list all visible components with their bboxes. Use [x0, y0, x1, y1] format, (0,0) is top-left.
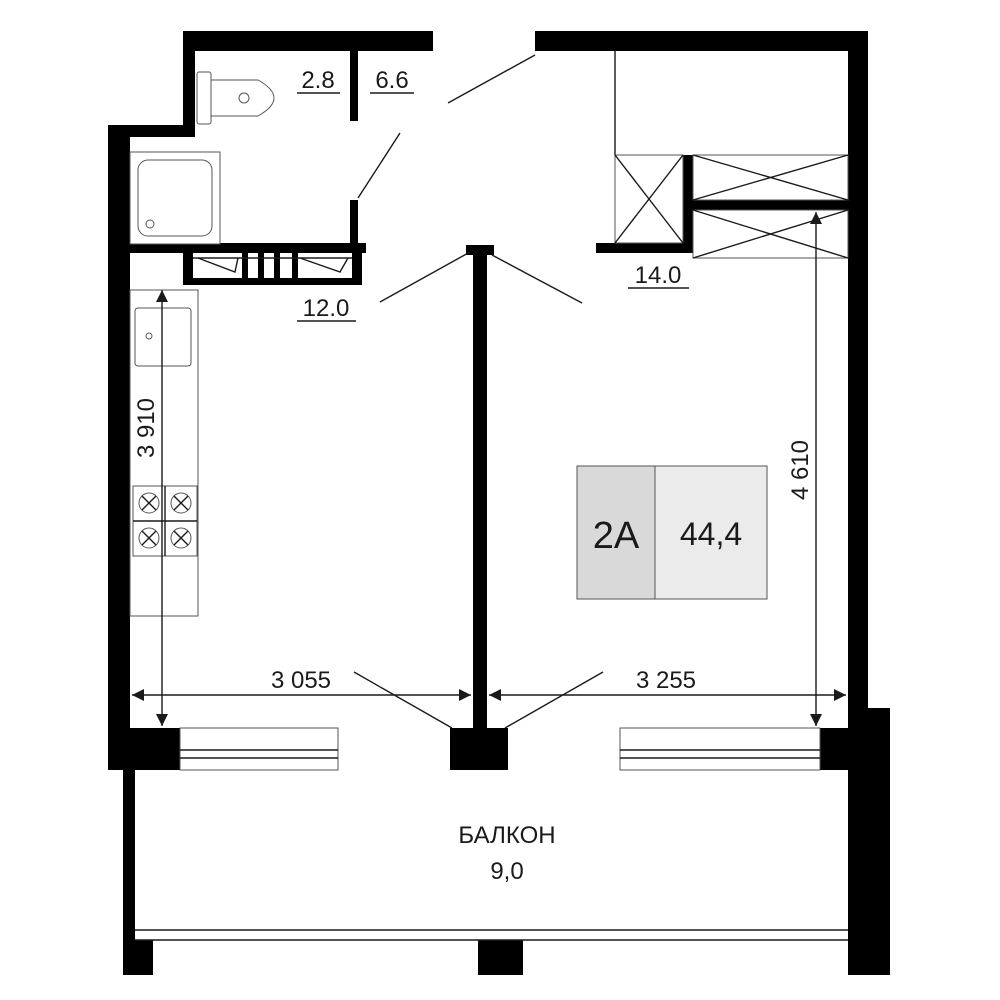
balcony-glazing: [135, 929, 848, 941]
center-partition: [473, 245, 487, 730]
balcony-right-wall: [848, 708, 890, 975]
shower-tray-icon: [129, 151, 221, 245]
sink-icon: [134, 307, 192, 367]
closet-div-1: [242, 253, 248, 281]
living-area-label: 14.0: [635, 262, 682, 289]
wc-partition-lower: [350, 200, 358, 250]
unit-area: 44,4: [680, 516, 742, 552]
dimension-labels: 3 055 3 255 3 910 4 610: [133, 398, 814, 694]
leader-right: [504, 671, 604, 729]
window-right: [619, 727, 821, 771]
windows: [135, 727, 848, 941]
wc-door: [357, 132, 401, 199]
bath-bottom-wall: [130, 243, 366, 253]
room-labels: 2.8 6.6 12.0 14.0 БАЛКОН 9,0: [297, 67, 689, 885]
balcony-center-post: [478, 940, 523, 975]
closet-left: [183, 243, 193, 285]
leader-left: [353, 671, 453, 729]
right-outer-wall: [848, 31, 868, 711]
balcony-left-rail: [123, 770, 135, 975]
top-wall-right: [535, 31, 868, 51]
kitchen-area-label: 12.0: [303, 295, 350, 322]
storage-fixtures: [193, 51, 849, 273]
balcony-area-label: 9,0: [490, 858, 523, 885]
wc-partition-upper: [350, 51, 358, 121]
room-door: [491, 254, 583, 304]
closet-right: [352, 243, 362, 285]
balcony-name-label: БАЛКОН: [458, 822, 555, 849]
unit-code: 2A: [593, 515, 640, 557]
unit-badge: 2A 44,4: [576, 465, 768, 600]
unit-code-box: [576, 465, 656, 600]
closet-div-2: [258, 253, 264, 281]
hall-area-label: 6.6: [375, 67, 408, 94]
pillar-center: [450, 728, 508, 770]
closet-bottom: [183, 278, 362, 285]
top-wall-bathroom: [183, 31, 433, 51]
dim-right-width: 3 255: [636, 667, 696, 694]
closet-shelves: [193, 257, 352, 273]
entrance-door: [447, 54, 536, 104]
left-outer-wall: [108, 125, 130, 770]
window-left: [179, 727, 339, 771]
wardrobe-upper: [692, 154, 849, 201]
wardrobe-bottom-wall: [596, 243, 693, 253]
walls: [108, 31, 890, 975]
wardrobe-lower: [692, 209, 849, 259]
bathroom-fixtures: [129, 71, 275, 245]
closet-div-4: [292, 253, 298, 281]
balcony-left-post: [123, 940, 153, 975]
toilet-icon: [196, 71, 275, 125]
dim-kitchen-depth: 3 910: [133, 398, 160, 458]
center-partition-cap: [466, 245, 494, 255]
door-swings: [357, 54, 583, 304]
bathroom-left-wall: [183, 31, 195, 134]
dimension-lines: [132, 212, 846, 729]
stove-icon: [132, 485, 198, 557]
dim-left-width: 3 055: [271, 667, 331, 694]
kitchen-door: [379, 251, 471, 303]
wardrobe-side: [614, 51, 684, 244]
wardrobe-mid-wall: [683, 200, 853, 210]
dim-room-depth: 4 610: [787, 440, 814, 500]
pillar-left: [108, 728, 180, 770]
wc-area-label: 2.8: [301, 67, 334, 94]
closet-div-3: [274, 253, 280, 281]
unit-area-box: [654, 465, 768, 600]
